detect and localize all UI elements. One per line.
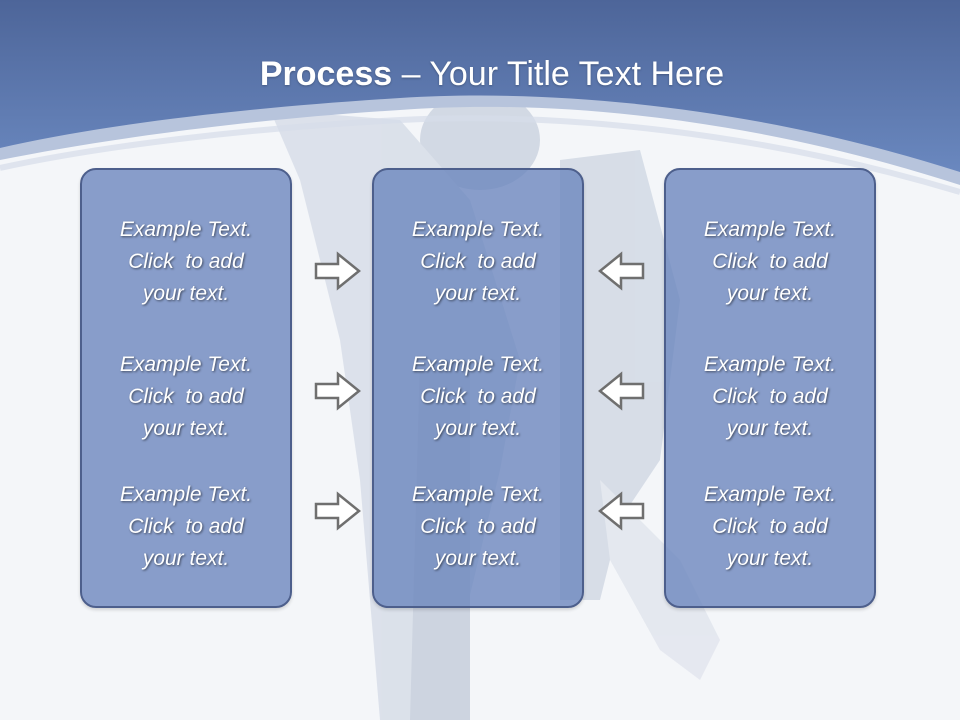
text-block[interactable]: Example Text. Click to add your text.: [666, 479, 874, 575]
text-line: Click to add: [712, 250, 828, 273]
text-line: Click to add: [712, 385, 828, 408]
text-line: your text.: [434, 282, 522, 305]
text-line: Click to add: [712, 515, 828, 538]
process-box-right[interactable]: Example Text. Click to add your text. Ex…: [664, 168, 876, 608]
arrow-right-icon[interactable]: [314, 251, 362, 291]
text-line: Example Text.: [703, 483, 837, 506]
text-line: your text.: [726, 417, 814, 440]
text-block[interactable]: Example Text. Click to add your text.: [374, 349, 582, 445]
process-box-middle[interactable]: Example Text. Click to add your text. Ex…: [372, 168, 584, 608]
arrow-left-icon[interactable]: [597, 371, 645, 411]
text-block[interactable]: Example Text. Click to add your text.: [82, 479, 290, 575]
text-line: Click to add: [128, 250, 244, 273]
text-line: your text.: [142, 417, 230, 440]
text-line: Example Text.: [119, 353, 253, 376]
text-line: Example Text.: [703, 218, 837, 241]
title-rest: – Your Title Text Here: [392, 55, 725, 93]
text-line: Example Text.: [119, 483, 253, 506]
text-line: Click to add: [128, 515, 244, 538]
arrow-right-icon[interactable]: [314, 371, 362, 411]
text-block[interactable]: Example Text. Click to add your text.: [374, 214, 582, 310]
title-bold: Process: [259, 55, 393, 93]
text-line: Click to add: [420, 515, 536, 538]
process-box-left[interactable]: Example Text. Click to add your text. Ex…: [80, 168, 292, 608]
text-block[interactable]: Example Text. Click to add your text.: [374, 479, 582, 575]
text-block[interactable]: Example Text. Click to add your text.: [666, 214, 874, 310]
text-line: Example Text.: [119, 218, 253, 241]
arrow-left-icon[interactable]: [597, 491, 645, 531]
text-line: Example Text.: [703, 353, 837, 376]
text-block[interactable]: Example Text. Click to add your text.: [82, 349, 290, 445]
text-line: your text.: [434, 547, 522, 570]
text-line: your text.: [142, 282, 230, 305]
text-line: your text.: [142, 547, 230, 570]
text-line: your text.: [726, 282, 814, 305]
text-line: Click to add: [128, 385, 244, 408]
text-line: Example Text.: [411, 483, 545, 506]
text-line: Click to add: [420, 385, 536, 408]
arrow-left-icon[interactable]: [597, 251, 645, 291]
page-title[interactable]: Process – Your Title Text Here: [0, 52, 960, 96]
text-line: Click to add: [420, 250, 536, 273]
text-line: your text.: [434, 417, 522, 440]
text-block[interactable]: Example Text. Click to add your text.: [82, 214, 290, 310]
text-line: Example Text.: [411, 353, 545, 376]
arrow-right-icon[interactable]: [314, 491, 362, 531]
text-line: your text.: [726, 547, 814, 570]
text-block[interactable]: Example Text. Click to add your text.: [666, 349, 874, 445]
text-line: Example Text.: [411, 218, 545, 241]
